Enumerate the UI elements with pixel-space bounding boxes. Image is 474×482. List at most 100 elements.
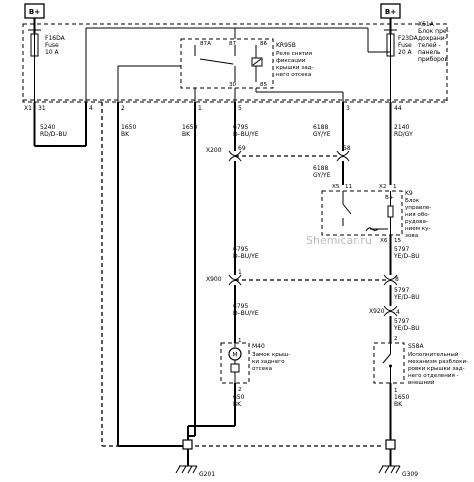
wire-6188-top: 6188 GY/YE xyxy=(313,102,344,151)
x51a-label: X51A Блок пре- дохрани- телей - панель п… xyxy=(418,21,449,63)
relay-pin-87: 87 xyxy=(229,41,237,47)
wire-label: 5797 xyxy=(394,287,409,294)
wire-label: 5240 xyxy=(40,124,55,131)
wire-650: 650 BK xyxy=(188,383,245,427)
k9-ref: K9 xyxy=(405,190,413,197)
module-k9: X5 11 X2 1 B+ X6 15 K9 Блок управле- ния… xyxy=(321,184,431,244)
supply-left-label: B+ xyxy=(29,8,40,16)
wire-6188-bottom: 6188 GY/YE xyxy=(313,161,344,185)
motor-m40: M 1 2 M40 Замок крыш- ки заднего отсека xyxy=(220,338,290,393)
wire-label: BK xyxy=(182,131,191,138)
k9-pin: 1 xyxy=(393,184,397,190)
x51a-line: Блок пре- xyxy=(418,28,449,35)
wire-label: 6795 xyxy=(233,246,248,253)
fuse-left-rating: 10 A xyxy=(45,49,60,56)
ground-left-label: G201 xyxy=(199,471,215,478)
relay-line: него отсека xyxy=(276,72,311,78)
connector-x200: X200 69 58 xyxy=(206,145,351,162)
ground-right-label: G309 xyxy=(402,471,418,478)
wire-label: BK xyxy=(121,131,130,138)
wire-1650-right: 1650 BK xyxy=(389,383,409,436)
wire-label: RD/GY xyxy=(394,131,413,138)
x1-pin: 44 xyxy=(394,105,402,112)
x1-pin: 31 xyxy=(38,105,46,112)
x200-ref: X200 xyxy=(206,147,222,154)
harness-outline xyxy=(101,102,384,447)
wire-5797-top: 5797 YE/D–BU xyxy=(389,235,420,275)
x1-pin: 3 xyxy=(346,105,350,112)
watermark: Shemicar.ru xyxy=(306,234,372,247)
wire-label: D–BU/YE xyxy=(233,310,259,317)
x1-pin: 4 xyxy=(89,105,93,112)
wire-label: 5797 xyxy=(394,246,409,253)
m40-line: Замок крыш- xyxy=(252,352,290,358)
wire-label: 1650 xyxy=(182,124,197,131)
x200-pin: 58 xyxy=(343,145,351,152)
x900-pin: 8 xyxy=(395,276,399,283)
wire-label: 6795 xyxy=(233,303,248,310)
k9-pin: B+ xyxy=(385,195,394,201)
wire-label: 2140 xyxy=(394,124,409,131)
m40-line: отсека xyxy=(252,366,272,372)
k9-line: Блок xyxy=(405,198,420,204)
m40-pin: 1 xyxy=(238,338,242,344)
s58a-line: механизм разблоки- xyxy=(408,359,468,365)
s58a-pin: 1 xyxy=(394,388,398,394)
x900-pin: 1 xyxy=(238,269,242,276)
fuse-block-internal-wiring xyxy=(34,27,391,104)
s58a-line: внешний xyxy=(408,379,435,386)
wire-label: 1650 xyxy=(121,124,136,131)
wire-label: D–BU/YE xyxy=(233,253,259,260)
fuse-right-rating: 20 A xyxy=(398,49,413,56)
ground-splice-left xyxy=(182,426,193,450)
fuse-left: F16DA Fuse 10 A xyxy=(28,29,66,57)
wire-5797-bottom: 5797 YE/D–BU xyxy=(389,316,420,343)
x1-pin: 1 xyxy=(198,105,202,112)
fuse-right-type: Fuse xyxy=(398,42,412,49)
wire-label: 6795 xyxy=(233,124,248,131)
supply-right-label: B+ xyxy=(385,8,396,16)
actuator-s58a: 2 1 S58A Исполнительный механизм разблок… xyxy=(373,336,468,394)
wire-label: YE/D–BU xyxy=(393,253,420,260)
relay-line: фиксации xyxy=(276,58,306,64)
m40-ref: M40 xyxy=(252,343,265,350)
wire-6795-top: 6795 D–BU/YE xyxy=(233,102,259,151)
wire-label: 6188 xyxy=(313,165,328,172)
wire-1650-center: 1650 BK xyxy=(182,102,197,437)
ground-splice-right xyxy=(385,436,396,450)
ground-left-icon: G201 xyxy=(175,449,215,478)
wire-5240-loop: 5240 RD/D–BU xyxy=(33,102,87,147)
k9-line: ния обо- xyxy=(405,212,430,218)
x51a-ref: X51A xyxy=(418,21,435,28)
relay-kr95b: 87A 87 86 30 85 KR95B Реле снятия фиксац… xyxy=(180,38,314,89)
x920-pin: 4 xyxy=(396,309,400,316)
x900-ref: X900 xyxy=(206,276,222,283)
x51a-line: панель xyxy=(418,49,441,56)
k9-pin: 11 xyxy=(345,184,353,190)
wire-label: D–BU/YE xyxy=(233,131,259,138)
relay-pin-85: 85 xyxy=(260,82,268,88)
m40-line: ки заднего xyxy=(252,359,285,365)
k9-pin: X2 xyxy=(379,184,386,190)
x1-pin: 5 xyxy=(238,105,242,112)
ground-right-icon: G309 xyxy=(378,449,418,478)
wire-label: 650 xyxy=(233,394,245,401)
wire-label: 6188 xyxy=(313,124,328,131)
x51a-line: дохрани- xyxy=(418,35,447,42)
connector-x900: X900 1 8 xyxy=(206,269,399,286)
wire-label: YE/D–BU xyxy=(393,294,420,301)
fuse-left-ref: F16DA xyxy=(45,35,66,42)
wire-label: BK xyxy=(394,401,403,408)
fuse-left-type: Fuse xyxy=(45,42,59,49)
relay-pin-30: 30 xyxy=(229,82,237,88)
relay-line: Реле снятия xyxy=(276,51,312,57)
wire-label: YE/D–BU xyxy=(393,325,420,332)
wire-5797-middle: 5797 YE/D–BU xyxy=(389,285,420,306)
supply-left: B+ xyxy=(24,3,45,34)
k9-pin: X5 xyxy=(332,184,340,190)
wire-6795-middle: 6795 D–BU/YE xyxy=(233,161,259,275)
x920-ref: X920 xyxy=(369,308,385,315)
s58a-line: него отделения - xyxy=(408,373,459,379)
wire-2140: 2140 RD/GY xyxy=(389,102,413,185)
